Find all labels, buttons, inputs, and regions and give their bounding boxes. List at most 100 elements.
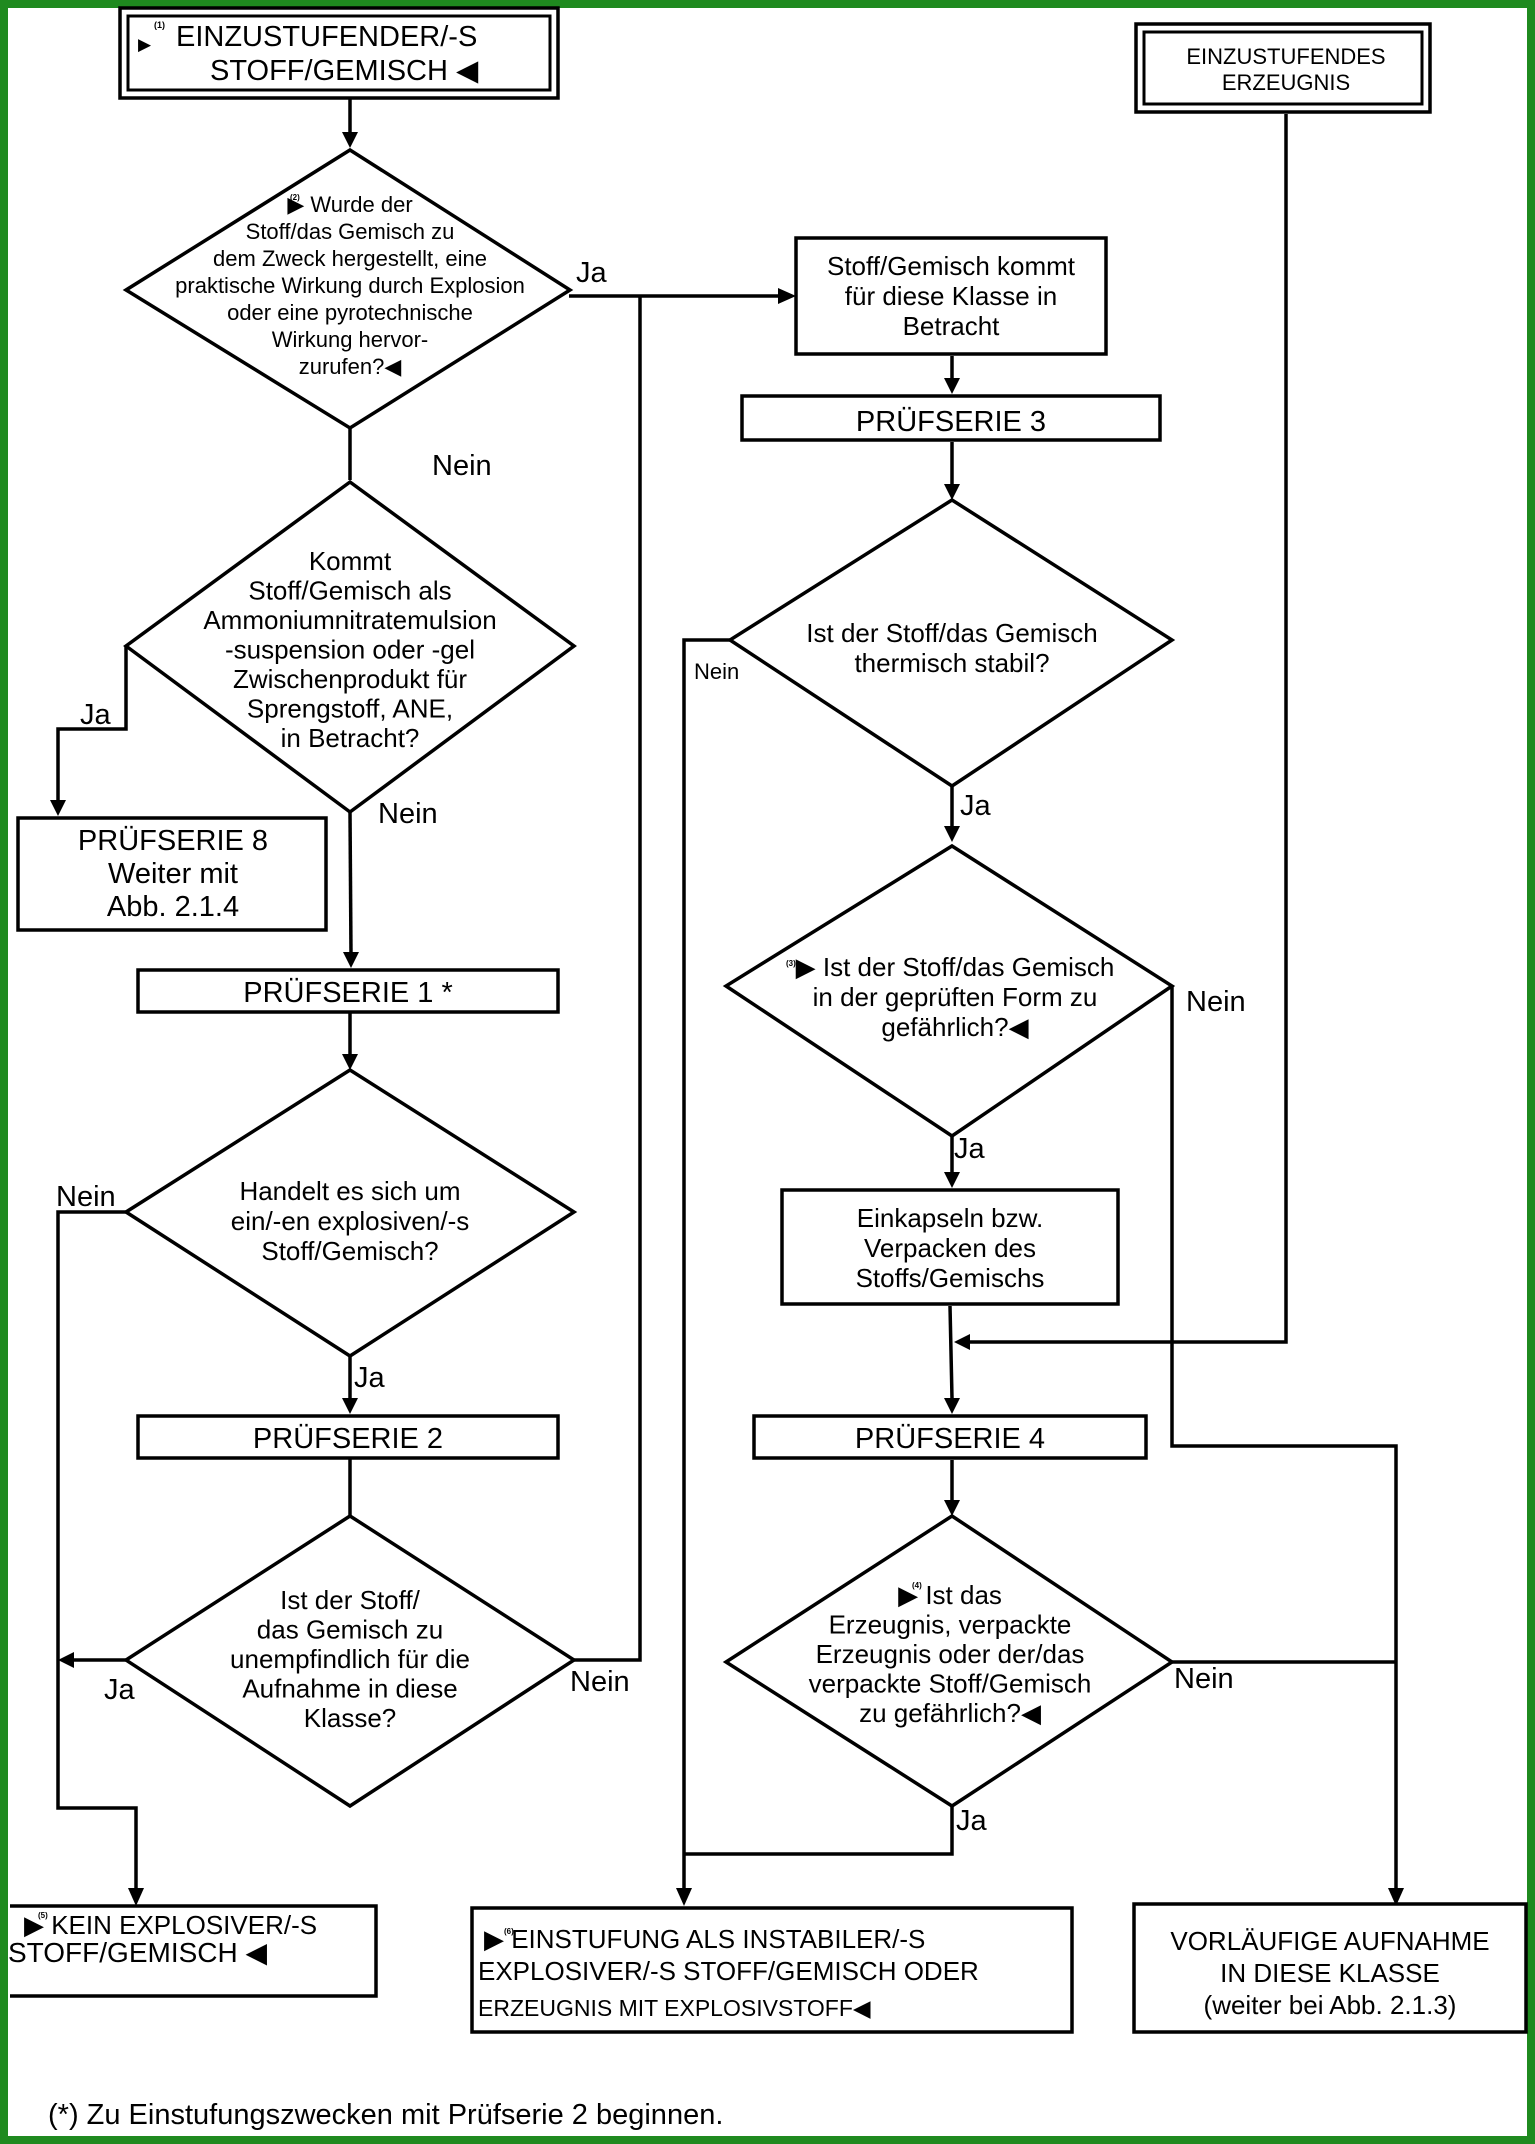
q6-line-1: ▶ Ist der Stoff/das Gemisch: [796, 952, 1115, 982]
q1-line-1: ▶ Wurde der: [287, 192, 412, 217]
q7-line-5: zu gefährlich?◀: [859, 1698, 1041, 1728]
question-too-insensitive: Ist der Stoff/das Gemisch zuunempfindlic…: [122, 1513, 578, 1809]
label-q5-ja: Ja: [960, 790, 992, 822]
q7-line-3: Erzeugnis oder der/das: [816, 1639, 1085, 1669]
q4-line-1: Ist der Stoff/: [280, 1585, 420, 1615]
q7-line-4: verpackte Stoff/Gemisch: [809, 1669, 1092, 1699]
start-line2: STOFF/GEMISCH ◀: [210, 55, 479, 87]
label-q1-ja: Ja: [576, 257, 608, 289]
q5-line-2: thermisch stabil?: [854, 648, 1049, 678]
box-encapsulate-package: Einkapseln bzw.Verpacken desStoffs/Gemis…: [780, 1188, 1120, 1306]
connectors: [50, 96, 1404, 1906]
result-unstable-line2: EXPLOSIVER/-S STOFF/GEMISCH ODER: [478, 1956, 979, 1986]
result-unstable-line1: ▶ EINSTUFUNG ALS INSTABILER/-S: [484, 1924, 925, 1954]
result-unstable-footnote-ref: (6): [504, 1927, 514, 1936]
q2-line-3: Ammoniumnitratemulsion: [203, 605, 496, 635]
result-not-explosive-box: (5) ▶ KEIN EXPLOSIVER/-S STOFF/GEMISCH ◀: [8, 1904, 378, 1998]
q2-line-2: Stoff/Gemisch als: [248, 576, 451, 606]
q7-line-2: Erzeugnis, verpackte: [829, 1610, 1072, 1640]
label-q4-ja: Ja: [104, 1674, 136, 1706]
start-marker: ▶: [138, 35, 152, 54]
q6-line-3: gefährlich?◀: [881, 1012, 1028, 1042]
label-q7-nein: Nein: [1174, 1663, 1234, 1695]
test-series-3-label: PRÜFSERIE 3: [856, 406, 1046, 438]
q1-line-2: Stoff/das Gemisch zu: [246, 219, 455, 244]
result-unstable-line3: ERZEUGNIS MIT EXPLOSIVSTOFF◀: [478, 1995, 871, 2021]
prov-line-1: VORLÄUFIGE AUFNAHME: [1170, 1926, 1489, 1956]
q5-line-1: Ist der Stoff/das Gemisch: [806, 618, 1097, 648]
q6-line-2: in der geprüften Form zu: [813, 982, 1098, 1012]
test-series-4-box: PRÜFSERIE 4: [752, 1414, 1148, 1460]
result-unstable-explosive-box: (6) ▶ EINSTUFUNG ALS INSTABILER/-S EXPLO…: [470, 1906, 1074, 2034]
label-q6-nein: Nein: [1186, 986, 1246, 1018]
q3-line-2: ein/-en explosiven/-s: [231, 1206, 469, 1236]
result-not-explosive-line2: STOFF/GEMISCH ◀: [8, 1937, 267, 1968]
label-q1-nein: Nein: [432, 450, 492, 482]
q2-line-1: Kommt: [309, 546, 392, 576]
footnote-text: (*) Zu Einstufungszwecken mit Prüfserie …: [48, 2099, 723, 2131]
q7-footnote-ref: (4): [912, 1581, 922, 1590]
q7-line-1: ▶ Ist das: [898, 1580, 1002, 1610]
label-q2-ja: Ja: [80, 699, 112, 731]
test-series-2-label: PRÜFSERIE 2: [253, 1423, 443, 1455]
q2-line-5: Zwischenprodukt für: [233, 664, 467, 694]
label-q7-ja: Ja: [956, 1805, 988, 1837]
q2-line-4: -suspension oder -gel: [225, 635, 475, 665]
label-q6-ja: Ja: [954, 1133, 986, 1165]
test-series-2-box: PRÜFSERIE 2: [136, 1414, 560, 1460]
prov-line-2: IN DIESE KLASSE: [1220, 1958, 1440, 1988]
prov-line-3: (weiter bei Abb. 2.1.3): [1204, 1990, 1457, 2020]
start-box: ▶ (1) EINZUSTUFENDER/-S STOFF/GEMISCH ◀: [118, 6, 560, 100]
enc-line-1: Einkapseln bzw.: [857, 1203, 1043, 1233]
q3-line-3: Stoff/Gemisch?: [261, 1236, 438, 1266]
product-box: EINZUSTUFENDES ERZEUGNIS: [1134, 22, 1432, 114]
q1-line-7: zurufen?◀: [299, 354, 402, 379]
label-q3-ja: Ja: [354, 1362, 386, 1394]
s8-line-1: PRÜFSERIE 8: [78, 825, 268, 857]
product-line2: ERZEUGNIS: [1222, 70, 1350, 95]
label-q3-nein: Nein: [56, 1181, 116, 1213]
branch-labels: Ja Nein Ja Nein Nein Ja Nein Ja Nein Ja …: [56, 257, 1246, 1837]
test-series-1-box: PRÜFSERIE 1 *: [136, 968, 560, 1014]
considered-line-3: Betracht: [903, 311, 1001, 341]
q1-line-6: Wirkung hervor-: [272, 327, 428, 352]
q1-line-3: dem Zweck hergestellt, eine: [213, 246, 487, 271]
considered-line-2: für diese Klasse in: [845, 281, 1057, 311]
start-footnote-ref: (1): [154, 20, 165, 30]
q1-line-4: praktische Wirkung durch Explosion: [175, 273, 525, 298]
s8-line-2: Weiter mit: [108, 858, 238, 890]
result-not-explosive-line1: ▶ KEIN EXPLOSIVER/-S: [24, 1910, 317, 1940]
label-q2-nein: Nein: [378, 798, 438, 830]
product-line1: EINZUSTUFENDES: [1186, 44, 1385, 69]
q4-line-3: unempfindlich für die: [230, 1644, 470, 1674]
label-q5-nein: Nein: [694, 659, 739, 684]
q2-line-7: in Betracht?: [281, 723, 420, 753]
test-series-4-label: PRÜFSERIE 4: [855, 1423, 1045, 1455]
considered-line-1: Stoff/Gemisch kommt: [827, 251, 1076, 281]
s8-line-3: Abb. 2.1.4: [107, 891, 239, 923]
start-line1: EINZUSTUFENDER/-S: [176, 21, 477, 53]
q4-line-5: Klasse?: [304, 1703, 397, 1733]
label-q4-nein: Nein: [570, 1666, 630, 1698]
q6-footnote-ref: (3): [786, 959, 796, 968]
q1-footnote-ref: (2): [290, 193, 300, 202]
result-not-explosive-footnote-ref: (5): [38, 1911, 48, 1920]
enc-line-3: Stoffs/Gemischs: [856, 1263, 1045, 1293]
test-series-3-box: PRÜFSERIE 3: [740, 394, 1162, 442]
test-series-1-label: PRÜFSERIE 1 *: [243, 977, 453, 1009]
q4-line-2: das Gemisch zu: [257, 1615, 443, 1645]
q2-line-6: Sprengstoff, ANE,: [247, 694, 453, 724]
q1-line-5: oder eine pyrotechnische: [227, 300, 473, 325]
q4-line-4: Aufnahme in diese: [242, 1674, 457, 1704]
